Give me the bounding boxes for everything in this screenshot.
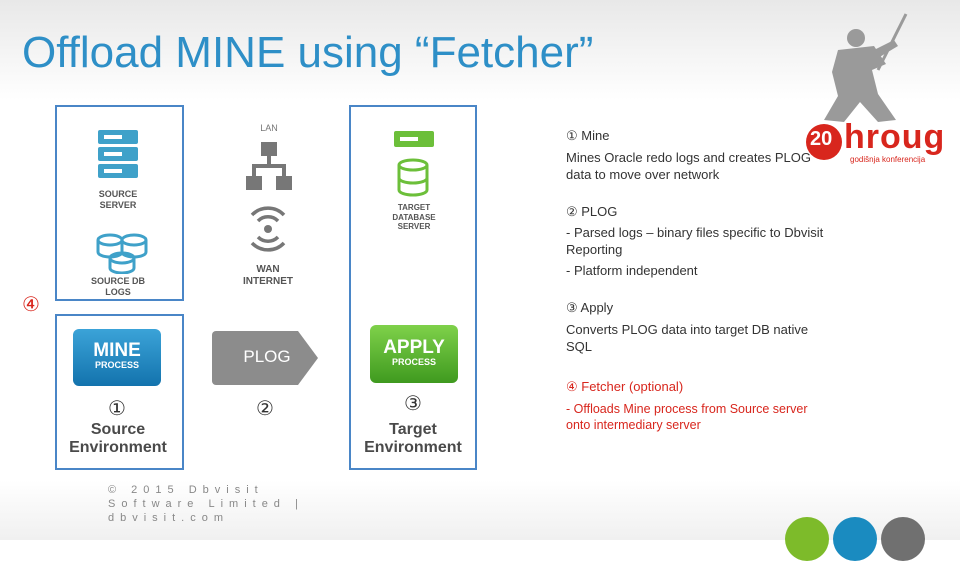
number-1: ① bbox=[108, 398, 126, 420]
apply-description: Converts PLOG data into target DB native… bbox=[566, 322, 809, 354]
blue-dot bbox=[833, 517, 877, 561]
source-server-label: SOURCE SERVER bbox=[98, 189, 138, 210]
wireless-icon bbox=[250, 206, 286, 252]
source-env-label: Source Environment bbox=[69, 421, 167, 457]
apply-sublabel: PROCESS bbox=[391, 357, 436, 367]
plog-heading: ② PLOG bbox=[566, 204, 618, 219]
mine-label: MINE bbox=[93, 340, 141, 361]
slide-title: Offload MINE using “Fetcher” bbox=[22, 28, 594, 77]
lan-label: LAN bbox=[260, 123, 278, 133]
logo-subtext: godišnja konferencija bbox=[850, 155, 926, 164]
source-env-box bbox=[55, 314, 184, 470]
gray-dot bbox=[881, 517, 925, 561]
hroug-logo: 20 hroug godišnja konferencija bbox=[800, 10, 960, 164]
mine-process-button: MINE PROCESS bbox=[73, 329, 161, 386]
logo-text: hroug bbox=[844, 118, 946, 156]
target-env-label: Target Environment bbox=[364, 421, 462, 457]
network-icon bbox=[246, 142, 292, 190]
plog-description-1: - Parsed logs – binary files specific to… bbox=[566, 225, 824, 257]
target-server-icon bbox=[394, 131, 434, 147]
database-logs-icon bbox=[96, 233, 148, 274]
mine-heading: ① Mine bbox=[566, 128, 610, 143]
target-env-box bbox=[349, 105, 477, 470]
source-server-box bbox=[55, 105, 184, 301]
apply-heading: ③ Apply bbox=[566, 300, 614, 315]
logo-badge bbox=[806, 124, 842, 160]
plog-description-2: - Platform independent bbox=[566, 263, 698, 278]
source-db-label: SOURCE DB LOGS bbox=[90, 276, 145, 297]
samurai-icon bbox=[824, 13, 908, 122]
target-database-icon bbox=[397, 158, 429, 197]
plog-arrow-icon bbox=[212, 331, 318, 385]
number-3: ③ bbox=[404, 393, 422, 415]
fetcher-heading: ④ Fetcher (optional) bbox=[566, 379, 684, 394]
plog-label: PLOG bbox=[243, 347, 291, 366]
green-dot bbox=[785, 517, 829, 561]
fetcher-description: - Offloads Mine process from Source serv… bbox=[566, 402, 808, 432]
mine-sublabel: PROCESS bbox=[94, 360, 139, 370]
copyright-text: © 2015 Dbvisit Software Limited | dbvisi… bbox=[108, 484, 304, 524]
logo-number: 20 bbox=[810, 128, 833, 150]
server-icon bbox=[98, 130, 138, 178]
apply-process-button: APPLY PROCESS bbox=[370, 325, 458, 383]
number-4: ④ bbox=[22, 294, 40, 316]
header-gradient bbox=[0, 0, 960, 100]
target-db-label: TARGET DATABASE SERVER bbox=[392, 203, 436, 232]
apply-label: APPLY bbox=[383, 337, 445, 358]
number-2: ② bbox=[256, 398, 274, 420]
mine-description: Mines Oracle redo logs and creates PLOG … bbox=[566, 150, 811, 182]
wan-label: WAN INTERNET bbox=[243, 264, 293, 287]
